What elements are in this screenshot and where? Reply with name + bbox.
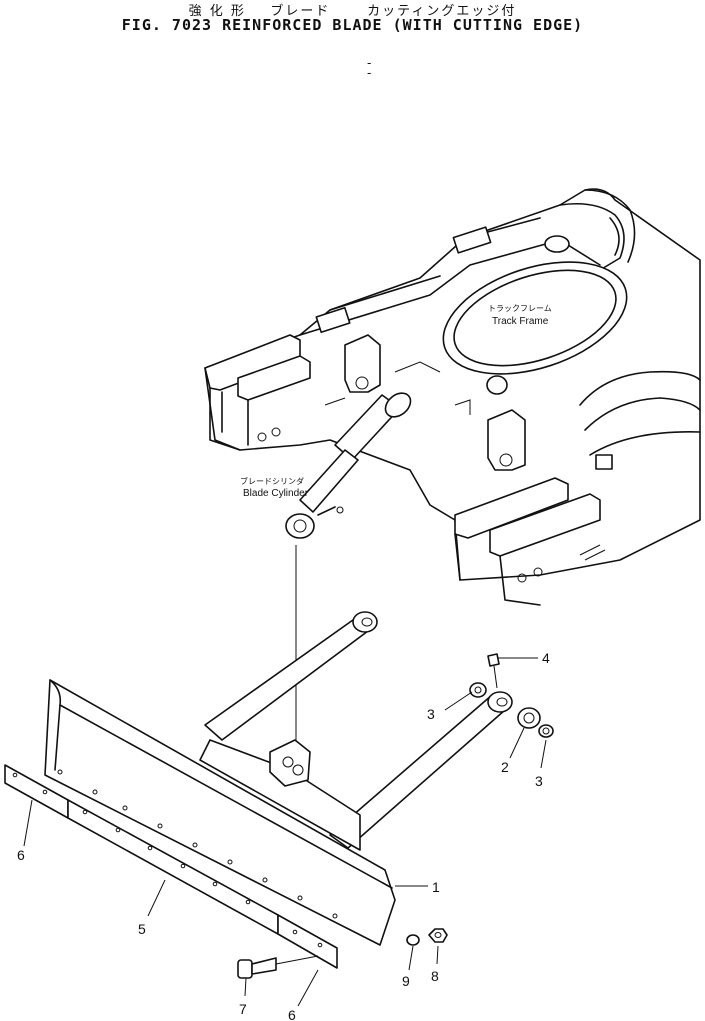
track-frame-label-jp: トラックフレーム — [488, 304, 552, 313]
pin-hardware-drawing — [469, 653, 554, 738]
blade-cylinder-drawing — [285, 392, 412, 539]
figure-title-japanese: 強 化 形 ブレード カッティングエッジ付 — [188, 4, 517, 19]
bolt-drawing — [237, 955, 319, 979]
track-frame-label: Track Frame — [492, 316, 549, 327]
callout-6-bottom: 6 — [288, 1007, 296, 1021]
blade-cylinder-label-jp: ブレードシリンダ — [240, 476, 304, 486]
callout-5: 5 — [138, 921, 146, 937]
callout-3-right: 3 — [535, 773, 543, 789]
callout-7: 7 — [239, 1001, 247, 1017]
callout-2: 2 — [501, 759, 509, 775]
figure-title: FIG. 7023 REINFORCED BLADE (WITH CUTTING… — [121, 16, 584, 34]
callout-leaders — [23, 657, 547, 1007]
blade-drawing — [44, 679, 396, 946]
callout-3-left: 3 — [427, 706, 435, 722]
track-frame-drawing — [204, 188, 701, 606]
nut-washer-drawing — [406, 928, 448, 946]
cutting-edges-drawing — [4, 764, 338, 969]
blade-arms-drawing — [204, 611, 513, 849]
callout-8: 8 — [431, 968, 439, 984]
header-mark-text: - - — [367, 56, 372, 80]
callout-6-left: 6 — [17, 847, 25, 863]
callout-9: 9 — [402, 973, 410, 989]
header-mark: - - — [367, 56, 372, 80]
callout-4: 4 — [542, 650, 550, 666]
blade-cylinder-label: Blade Cylinder — [243, 488, 309, 499]
callout-1: 1 — [432, 879, 440, 895]
